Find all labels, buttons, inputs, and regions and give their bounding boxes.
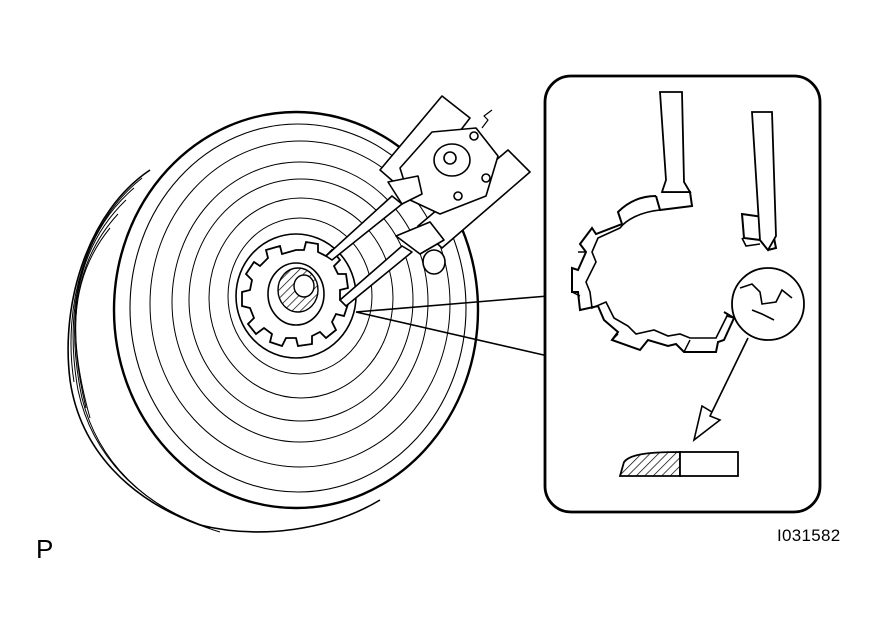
pliers-spring	[481, 109, 493, 129]
pliers-tip	[325, 195, 403, 261]
pliers-jaw	[395, 221, 445, 255]
hub	[235, 233, 357, 359]
pulley-face-ring	[171, 161, 429, 443]
shaft-nut	[293, 274, 315, 298]
pulley-face-ring	[208, 197, 394, 399]
snap-ring-pliers	[325, 95, 531, 307]
snap-ring-detail-end	[741, 237, 761, 247]
snap-ring-detail-edge	[571, 251, 735, 353]
pliers-tip	[339, 245, 413, 307]
pulley-rim-inner	[129, 123, 467, 493]
pulley-groove	[70, 177, 143, 383]
pulley	[67, 110, 480, 533]
pulley-groove	[74, 199, 221, 533]
pliers-hole	[453, 191, 463, 201]
snap-ring-detail-inner	[585, 209, 729, 339]
pulley-face-ring	[188, 178, 414, 422]
pliers-tip-section	[618, 451, 739, 477]
detail-callout-box	[543, 74, 822, 514]
pulley-side-edge	[67, 169, 381, 533]
pulley-groove	[75, 213, 119, 409]
corner-label: P	[36, 534, 54, 564]
pulley-face-ring	[227, 217, 373, 375]
pliers-pivot-pin	[443, 151, 457, 165]
detail-arrow	[692, 337, 749, 443]
snap-ring-bore	[267, 262, 325, 326]
callout-leader	[355, 295, 549, 357]
tip-section-body	[679, 451, 739, 477]
pulley-groove	[75, 227, 111, 419]
pliers-hole	[469, 131, 479, 141]
pliers-hole	[481, 173, 491, 183]
magnified-tip	[739, 283, 793, 321]
pliers-tip-detail	[659, 91, 692, 193]
figure-code: I031582	[777, 526, 841, 545]
pliers-knob	[422, 249, 446, 275]
magnifier-circle	[731, 267, 805, 341]
pliers-jaw	[387, 175, 423, 205]
pulley-outer-rim	[112, 110, 480, 510]
pliers-tip-detail	[751, 111, 777, 252]
tip-section-tapered	[618, 451, 681, 477]
